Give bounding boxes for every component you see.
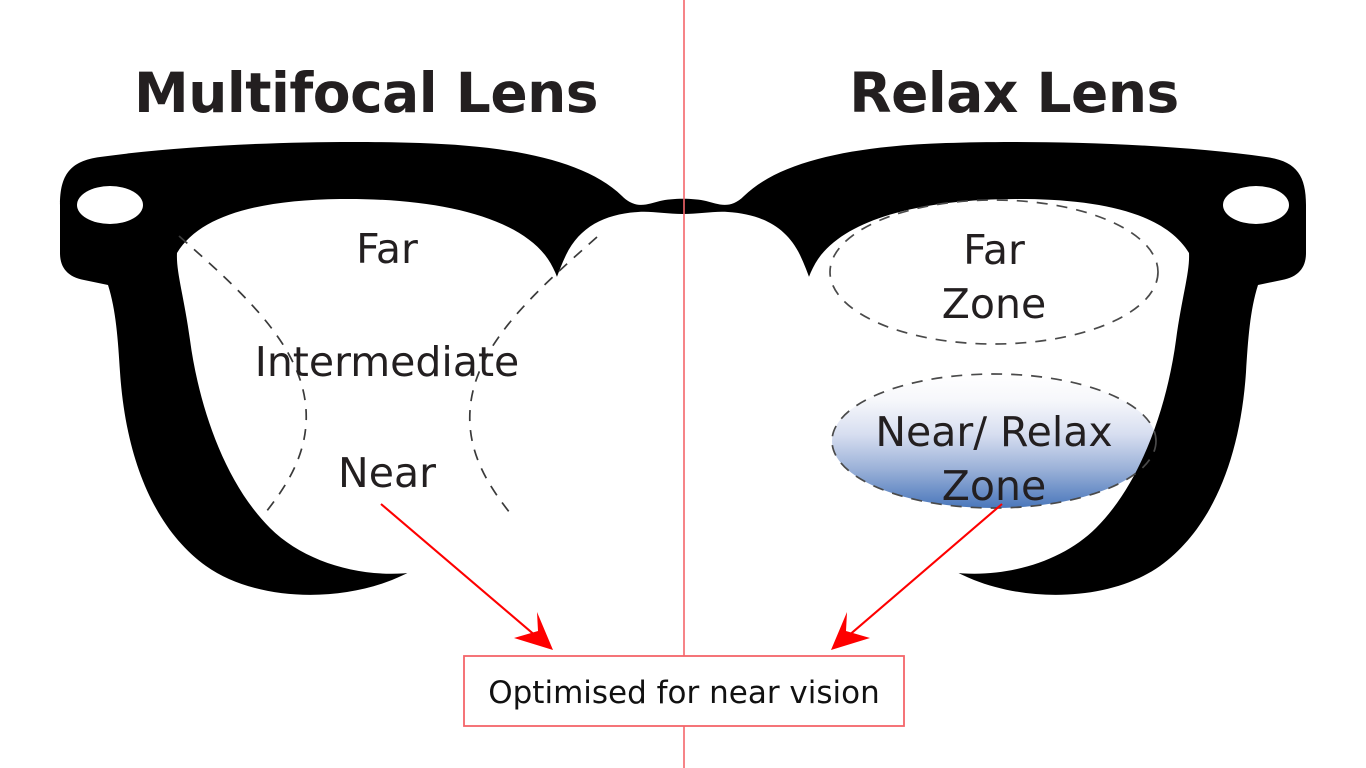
left-lens-title: Multifocal Lens [134, 61, 598, 125]
near-relax-zone-ellipse [831, 373, 1157, 509]
corridor-line-left [178, 235, 307, 513]
far-zone-ellipse [829, 199, 1159, 345]
relax-zone-outlines [829, 199, 1159, 509]
multifocal-corridor-lines [178, 235, 598, 514]
eyeglasses-frame [0, 120, 1366, 620]
relax-zone-labels: Far Zone Near/ Relax Zone [875, 226, 1112, 510]
corridor-line-right [469, 236, 598, 514]
multifocal-zone-labels: Far Intermediate Near [255, 225, 520, 497]
caption-box: Optimised for near vision [463, 655, 905, 727]
far-zone-label-line1: Far [963, 226, 1025, 274]
zone-label-near: Near [338, 449, 436, 497]
near-relax-zone-label-line2: Zone [942, 462, 1046, 510]
caption-box-border [463, 655, 905, 727]
far-zone-label-line2: Zone [942, 280, 1046, 328]
right-arrow-shaft [846, 503, 1003, 638]
zone-label-far: Far [356, 225, 418, 273]
right-lens-title: Relax Lens [849, 61, 1179, 125]
caption-text: Optimised for near vision [488, 675, 880, 711]
near-relax-zone-label-line1: Near/ Relax [875, 408, 1112, 456]
zone-label-intermediate: Intermediate [255, 338, 520, 386]
left-arrow-head [514, 612, 553, 650]
right-callout-arrow [831, 503, 1003, 650]
left-arrow-shaft [380, 503, 538, 638]
left-callout-arrow [380, 503, 553, 650]
right-arrow-head [831, 612, 870, 650]
